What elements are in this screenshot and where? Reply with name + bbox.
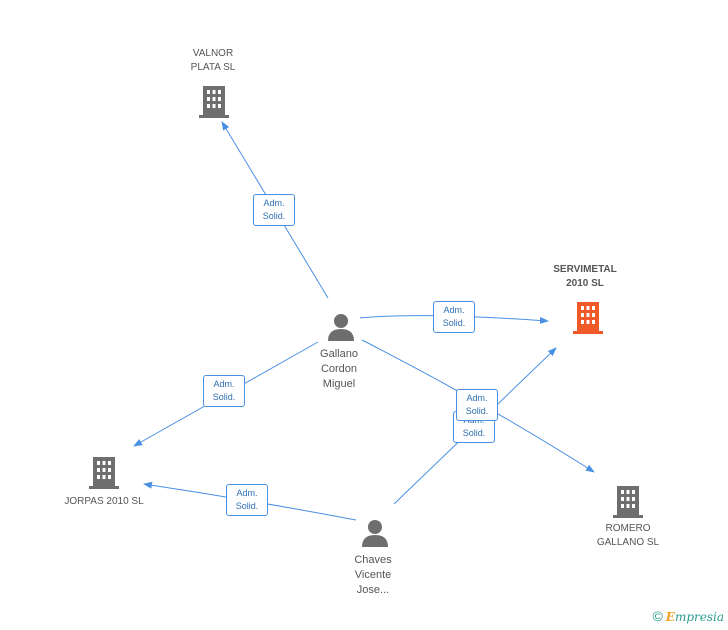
edge-badge-line2: Solid. [442,318,466,328]
building-icon[interactable] [198,84,230,118]
edge-badge-gallano-jorpas[interactable]: Adm. Solid. [203,375,245,407]
edge-badge-line2: Solid. [462,428,486,438]
edge-badge-line1: Adm. [263,198,285,208]
edge-badge-gallano-valnor[interactable]: Adm. Solid. [253,194,295,226]
company-label-jorpas: JORPAS 2010 SL [64,496,144,507]
edge-badge-chaves-jorpas[interactable]: Adm. Solid. [226,484,268,516]
person-label-gallano: Gallano Cordon Miguel [320,348,358,390]
brand-logo: Empresia [666,610,724,624]
person-label-chaves: Chaves Vicente Jose... [354,554,392,596]
edge-badge-line1: Adm. [443,305,465,315]
company-label-romero: ROMERO GALLANO SL [596,523,660,548]
company-label-valnor: VALNOR PLATA SL [190,48,236,73]
edge-badge-gallano-servimetal[interactable]: Adm. Solid. [433,301,475,333]
brand-initial: E [665,610,675,624]
person-icon[interactable] [360,518,390,548]
edge-badge-line1: Adm. [236,488,258,498]
copyright-symbol: © [652,608,663,624]
building-icon[interactable] [612,484,644,518]
building-icon[interactable] [572,300,604,334]
edge-badge-gallano-romero[interactable]: Adm. Solid. [456,389,498,421]
edge-badge-line2: Solid. [212,392,236,402]
edge-badge-line1: Adm. [466,393,488,403]
brand-rest: mpresia [674,610,724,624]
person-icon[interactable] [326,312,356,342]
edge-badge-line1: Adm. [213,379,235,389]
company-label-servimetal: SERVIMETAL 2010 SL [553,264,617,289]
edge-badge-line2: Solid. [262,211,286,221]
empresia-watermark: ©Empresia [652,608,724,624]
edge-badge-line2: Solid. [235,501,259,511]
edge-badge-line2: Solid. [465,406,489,416]
building-icon[interactable] [88,455,120,489]
